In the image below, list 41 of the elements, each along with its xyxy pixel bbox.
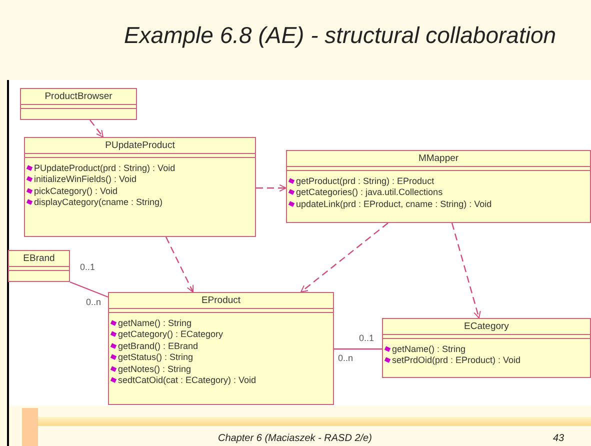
class-box [286,150,591,223]
footer-text: Chapter 6 (Maciaszek - RASD 2/e) [218,433,372,444]
operation-text: getCategory() : ECategory [118,329,224,340]
class-box [24,137,256,237]
dependency-arrow [451,222,481,318]
class-name: MMapper [287,151,590,167]
association-line [70,281,108,298]
multiplicity-label: 0..1 [80,262,96,272]
class-box [20,88,137,120]
operation-text: updateLink(prd : EProduct, cname : String) : Void [296,198,492,209]
operation-text: setPrdOid(prd : EProduct) : Void [392,355,521,366]
slide-title: Example 6.8 (AE) - structural collaboration [122,22,558,49]
class-name: EBrand [9,251,69,267]
class-name: PUpdateProduct [25,138,255,154]
dependency-arrow [165,236,194,292]
operation-text: initializeWinFields() : Void [34,174,137,184]
multiplicity-label: 0..n [86,297,102,307]
dependency-arrow [90,120,104,138]
multiplicity-label: 0..1 [359,333,374,343]
dependency-arrow [256,184,286,192]
multiplicity-label: 0..n [338,353,354,363]
operation-text: sedtCatOid(cat : ECategory) : Void [118,375,256,386]
dependency-arrow [300,222,388,292]
operation-text: displayCategory(cname : String) [34,197,163,208]
class-name: ProductBrowser [21,89,136,105]
class-name: EProduct [109,293,333,309]
operation-text: PUpdateProduct(prd : String) : Void [34,162,176,173]
class-name: ECategory [383,319,590,335]
class-box [8,250,70,282]
operation-text: getStatus() : String [118,352,194,362]
operation-text: getProduct(prd : String) : EProduct [296,176,434,186]
operation-text: getName() : String [392,344,466,354]
operation-text: getName() : String [118,318,192,328]
operation-text: getNotes() : String [118,364,192,374]
page-number: 43 [553,433,564,444]
operation-text: getCategories() : java.util.Collections [296,187,443,198]
operation-text: pickCategory() : Void [34,186,118,196]
class-box [108,292,334,405]
operation-text: getBrand() : EBrand [118,340,198,351]
association-line [334,348,382,350]
class-box [382,318,591,378]
